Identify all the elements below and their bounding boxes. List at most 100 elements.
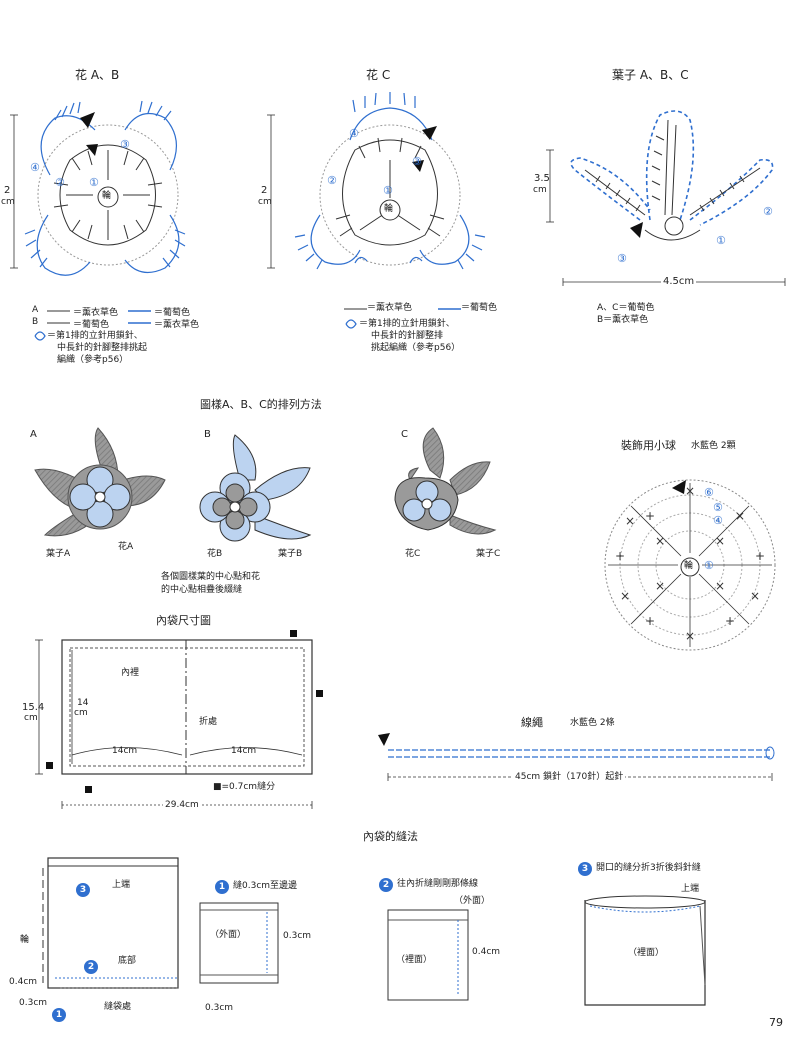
motif-a-label: A [30,429,37,440]
leaf-chart [546,110,786,286]
arrangement-title: 圖樣A、B、C的排列方法 [200,398,322,411]
step-1-badge: 1 [215,880,229,894]
arrangement-note-2: 的中心點相疊後綴縫 [161,585,243,595]
svg-text:+: + [725,614,735,628]
svg-text:×: × [735,509,745,523]
pouch-fold-label: 折處 [199,717,218,727]
cord-color: 水藍色 2條 [570,718,615,728]
flower-c-height: 2 [261,185,268,196]
motif-a-flower-label: 花A [118,542,134,552]
pouch-height: 15.4 [22,702,45,713]
leaf-round-1: ① [716,234,726,247]
legend-c-blue: ＝葡萄色 [461,303,498,313]
flower-c-chart [267,92,486,270]
motif-c-label: C [401,429,408,440]
step-3-inside: （裡面） [628,948,665,958]
legend-ab-row-a: A ＝薰衣草色 ＝葡萄色 [32,305,190,318]
svg-text:×: × [655,579,665,593]
step-2-outside: （外面） [454,896,491,906]
motif-c-leaf-label: 葉子C [476,549,501,559]
sewing-title: 內袋的縫法 [363,830,418,843]
motif-b-label: B [204,429,211,440]
svg-text:×: × [685,484,695,498]
fold-top-label: 上端 [112,880,131,890]
flower-ab-round-1: ① [89,176,99,189]
ball-round-1: ① [704,559,714,572]
svg-text:×: × [715,579,725,593]
fold-ring-label: 輪 [20,935,30,945]
motif-a [34,427,166,537]
legend-ab-b-label: B [32,317,39,327]
cord-length: 45cm 鎖針（170針）起針 [513,772,626,784]
ball-round-4: ④ [713,514,723,527]
flower-c-round-1: ① [383,184,393,197]
flower-ab-round-4: ④ [30,161,40,174]
flower-c-height-unit: cm [258,197,272,207]
leaf-height: 3.5 [534,173,550,184]
flower-c-round-3: ③ [412,155,422,168]
legend-ab-a-blue: ＝葡萄色 [154,308,191,318]
half-width-right: 14cm [231,746,257,756]
legend-ab-a-label: A [32,305,39,315]
legend-line-samples [34,308,461,341]
flower-ab-ring: 輪 [102,191,112,201]
step-1-outside: （外面） [210,930,247,940]
ball-color: 水藍色 2顆 [691,441,736,451]
motif-b-leaf-label: 葉子B [278,549,303,559]
sewing-step-fold [42,857,179,989]
legend-c-note-2: 中長針的針腳整排 [371,331,444,341]
flower-c-round-4: ④ [349,127,359,140]
step-3-badge: 3 [578,862,592,876]
step-1-label: 縫0.3cm至邊邊 [233,881,298,891]
sewing-step-1 [199,902,279,984]
page-number: 79 [769,1016,783,1029]
flower-ab-height: 2 [4,185,11,196]
legend-ab-note-2: 中長針的針腳整排挑起 [57,343,148,353]
leaf-width: 4.5cm [661,276,697,289]
inner-height-unit: cm [74,708,88,718]
leaf-round-3: ③ [617,252,627,265]
step-1-dim-right: 0.3cm [283,931,312,941]
step-2-inside: （裡面） [396,955,433,965]
pouch-size-title: 內袋尺寸圖 [156,614,211,627]
legend-c-note-1: ＝第1排的立針用鎖針、 [359,319,455,329]
legend-ab-row-b: B ＝葡萄色 ＝薰衣草色 [32,317,199,330]
svg-text:×: × [655,534,665,548]
pouch-height-unit: cm [24,713,38,723]
motif-c [394,427,497,535]
svg-text:×: × [685,629,695,643]
fold-badge-2: 2 [84,960,98,974]
svg-text:+: + [645,614,655,628]
inner-height: 14 [77,698,89,708]
ball-round-5: ⑤ [713,501,723,514]
step-3-label: 開口的縫分折3折後斜針縫 [596,863,701,873]
step-2-label: 往內折縫剛剛那條線 [397,879,479,889]
flower-c-title: 花 C [366,68,391,82]
step-2-badge: 2 [379,878,393,892]
fold-badge-1: 1 [52,1008,66,1022]
fold-badge-3: 3 [76,883,90,897]
flower-c-ring: 輪 [384,204,394,214]
flower-ab-round-3: ③ [120,138,130,151]
svg-text:+: + [755,549,765,563]
ball-title: 裝飾用小球 [621,439,676,452]
sewing-step-3 [584,895,706,1006]
flower-ab-round-2: ② [55,176,65,189]
motif-b [199,434,312,542]
flower-ab-title: 花 A、B [75,68,120,82]
legend-ab-a-black: ＝薰衣草色 [73,308,119,318]
fold-dim-03: 0.3cm [19,998,48,1008]
svg-text:+: + [615,549,625,563]
leaf-title: 葉子 A、B、C [612,68,689,82]
cord-title: 線繩 [521,716,543,729]
svg-text:+: + [645,509,655,523]
svg-text:×: × [750,589,760,603]
motif-c-flower-label: 花C [405,549,421,559]
motif-b-flower-label: 花B [207,549,223,559]
total-width: 29.4cm [163,800,201,812]
legend-ab-note-1: ＝第1排的立針用鎖針、 [47,331,143,341]
ball-ring: 輪 [684,561,694,571]
step-3-top-label: 上端 [681,884,700,894]
